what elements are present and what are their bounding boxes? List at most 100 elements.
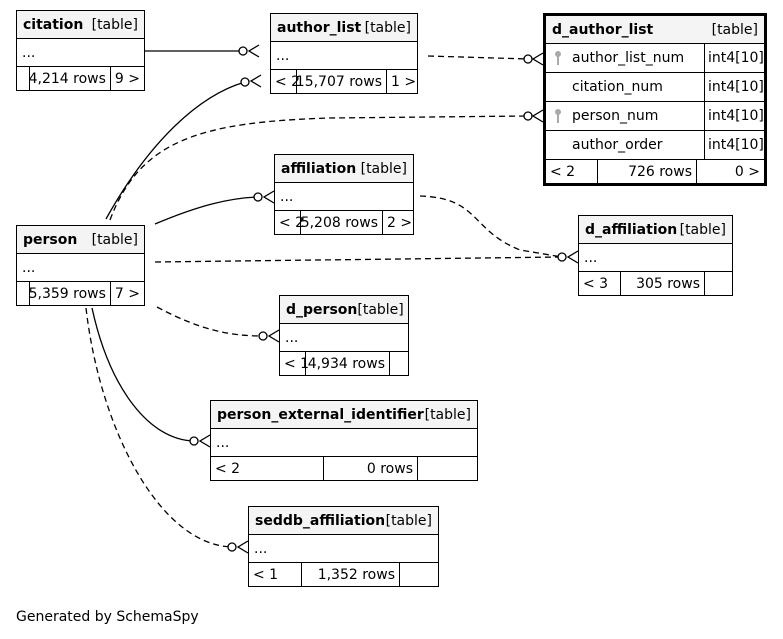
parents-count[interactable]: < 2 [271, 70, 300, 93]
parents-count[interactable] [17, 67, 30, 90]
table-header: citation [table] [17, 11, 144, 39]
crows-foot [267, 329, 280, 343]
parents-count[interactable]: < 2 [211, 457, 324, 480]
table-header: person_external_identifier [table] [211, 401, 477, 429]
parents-count[interactable]: < 3 [579, 272, 621, 295]
edge-affiliation-d_affiliation [419, 195, 563, 258]
edge-person-d_person [156, 306, 264, 337]
parents-count[interactable]: < 2 [546, 160, 598, 183]
row-count: 0 rows [324, 457, 418, 480]
table-header: d_affiliation [table] [579, 216, 732, 244]
column-type: int4[10] [704, 102, 764, 130]
table-affiliation[interactable]: affiliation [table] ... < 2 5,208 rows 2… [274, 154, 414, 235]
table-footer: < 2 5,208 rows 2 > [275, 211, 413, 234]
table-name: author_list [277, 19, 362, 36]
children-count[interactable] [390, 352, 408, 375]
table-author_list[interactable]: author_list [table] ... < 2 15,707 rows … [270, 13, 418, 94]
columns-ellipsis: ... [275, 183, 413, 211]
table-person[interactable]: person [table] ... 5,359 rows 7 > [16, 225, 145, 306]
children-count[interactable] [705, 272, 732, 295]
table-footer: < 2 726 rows 0 > [546, 160, 764, 183]
table-name: person_external_identifier [217, 406, 424, 423]
table-header: d_author_list [table] [546, 16, 764, 44]
parents-count[interactable]: < 1 [280, 352, 309, 375]
children-count[interactable]: 2 > [387, 214, 413, 231]
table-name: affiliation [281, 160, 357, 177]
column-row[interactable]: author_order int4[10] [546, 131, 764, 160]
table-d_author_list[interactable]: d_author_list [table] author_list_num in… [543, 13, 767, 186]
cardinality-circle [523, 54, 533, 64]
row-count: 4,934 rows [306, 352, 390, 375]
column-row[interactable]: person_num int4[10] [546, 102, 764, 131]
table-name: citation [23, 16, 84, 33]
table-footer: < 2 15,707 rows 1 > [271, 70, 417, 93]
table-type-label: [table] [385, 512, 432, 529]
columns-ellipsis: ... [280, 324, 408, 352]
row-count: 15,707 rows [296, 70, 387, 93]
children-count[interactable]: 0 > [734, 163, 760, 180]
cardinality-circle [240, 77, 250, 87]
table-footer: 5,359 rows 7 > [17, 282, 144, 305]
edge-person-author_list [105, 81, 246, 220]
cardinality-circle [253, 192, 263, 202]
table-type-label: [table] [679, 221, 726, 238]
columns-ellipsis: ... [579, 244, 732, 272]
table-name: person [23, 231, 78, 248]
crows-foot [236, 540, 249, 554]
table-header: author_list [table] [271, 14, 417, 42]
table-header: seddb_affiliation [table] [249, 507, 438, 535]
crows-foot [198, 434, 211, 448]
table-d_person[interactable]: d_person [table] ... < 1 4,934 rows [279, 295, 409, 376]
crows-foot [531, 109, 544, 123]
parents-count[interactable]: < 2 [275, 211, 304, 234]
children-count[interactable]: 9 > [114, 70, 140, 87]
crows-foot [262, 190, 275, 204]
table-footer: < 2 0 rows [211, 457, 477, 480]
table-name: d_person [286, 301, 358, 318]
table-header: affiliation [table] [275, 155, 413, 183]
table-name: d_affiliation [585, 221, 678, 238]
column-type: int4[10] [704, 73, 764, 101]
row-count: 5,359 rows [29, 282, 111, 305]
column-name: person_num [572, 108, 659, 124]
table-footer: 4,214 rows 9 > [17, 67, 144, 90]
table-footer: < 1 4,934 rows [280, 352, 408, 375]
crows-foot [249, 74, 262, 88]
table-citation[interactable]: citation [table] ... 4,214 rows 9 > [16, 10, 145, 91]
parents-count[interactable]: < 1 [249, 563, 302, 586]
columns-ellipsis: ... [17, 39, 144, 67]
children-count[interactable]: 7 > [114, 285, 140, 302]
table-footer: < 1 1,352 rows [249, 563, 438, 586]
table-name: seddb_affiliation [255, 512, 386, 529]
table-d_affiliation[interactable]: d_affiliation [table] ... < 3 305 rows [578, 215, 733, 296]
key-icon [546, 50, 570, 66]
row-count: 1,352 rows [302, 563, 400, 586]
table-type-label: [table] [424, 406, 471, 423]
table-type-label: [table] [357, 301, 404, 318]
cardinality-circle [227, 542, 237, 552]
table-header: d_person [table] [280, 296, 408, 324]
columns-ellipsis: ... [271, 42, 417, 70]
column-row[interactable]: author_list_num int4[10] [546, 44, 764, 73]
crows-foot [247, 44, 260, 58]
column-type: int4[10] [704, 44, 764, 72]
table-seddb_affiliation[interactable]: seddb_affiliation [table] ... < 1 1,352 … [248, 506, 439, 587]
crows-foot [566, 250, 579, 264]
parents-count[interactable] [17, 282, 30, 305]
children-count[interactable]: 1 > [391, 73, 417, 90]
children-count[interactable] [400, 563, 438, 586]
generator-note: Generated by SchemaSpy [16, 609, 199, 625]
cardinality-circle [523, 111, 533, 121]
columns-ellipsis: ... [17, 254, 144, 282]
row-count: 4,214 rows [29, 67, 111, 90]
column-row[interactable]: citation_num int4[10] [546, 73, 764, 102]
edge-person-seddb_affiliation [85, 307, 233, 548]
column-name: author_order [572, 137, 663, 153]
cardinality-circle [189, 436, 199, 446]
children-count[interactable] [418, 457, 477, 480]
table-person_external_identifier[interactable]: person_external_identifier [table] ... <… [210, 400, 478, 481]
edge-person-person_external_identifier [91, 307, 195, 442]
table-type-label: [table] [91, 231, 138, 248]
edge-author_list-d_author_list [427, 55, 529, 60]
